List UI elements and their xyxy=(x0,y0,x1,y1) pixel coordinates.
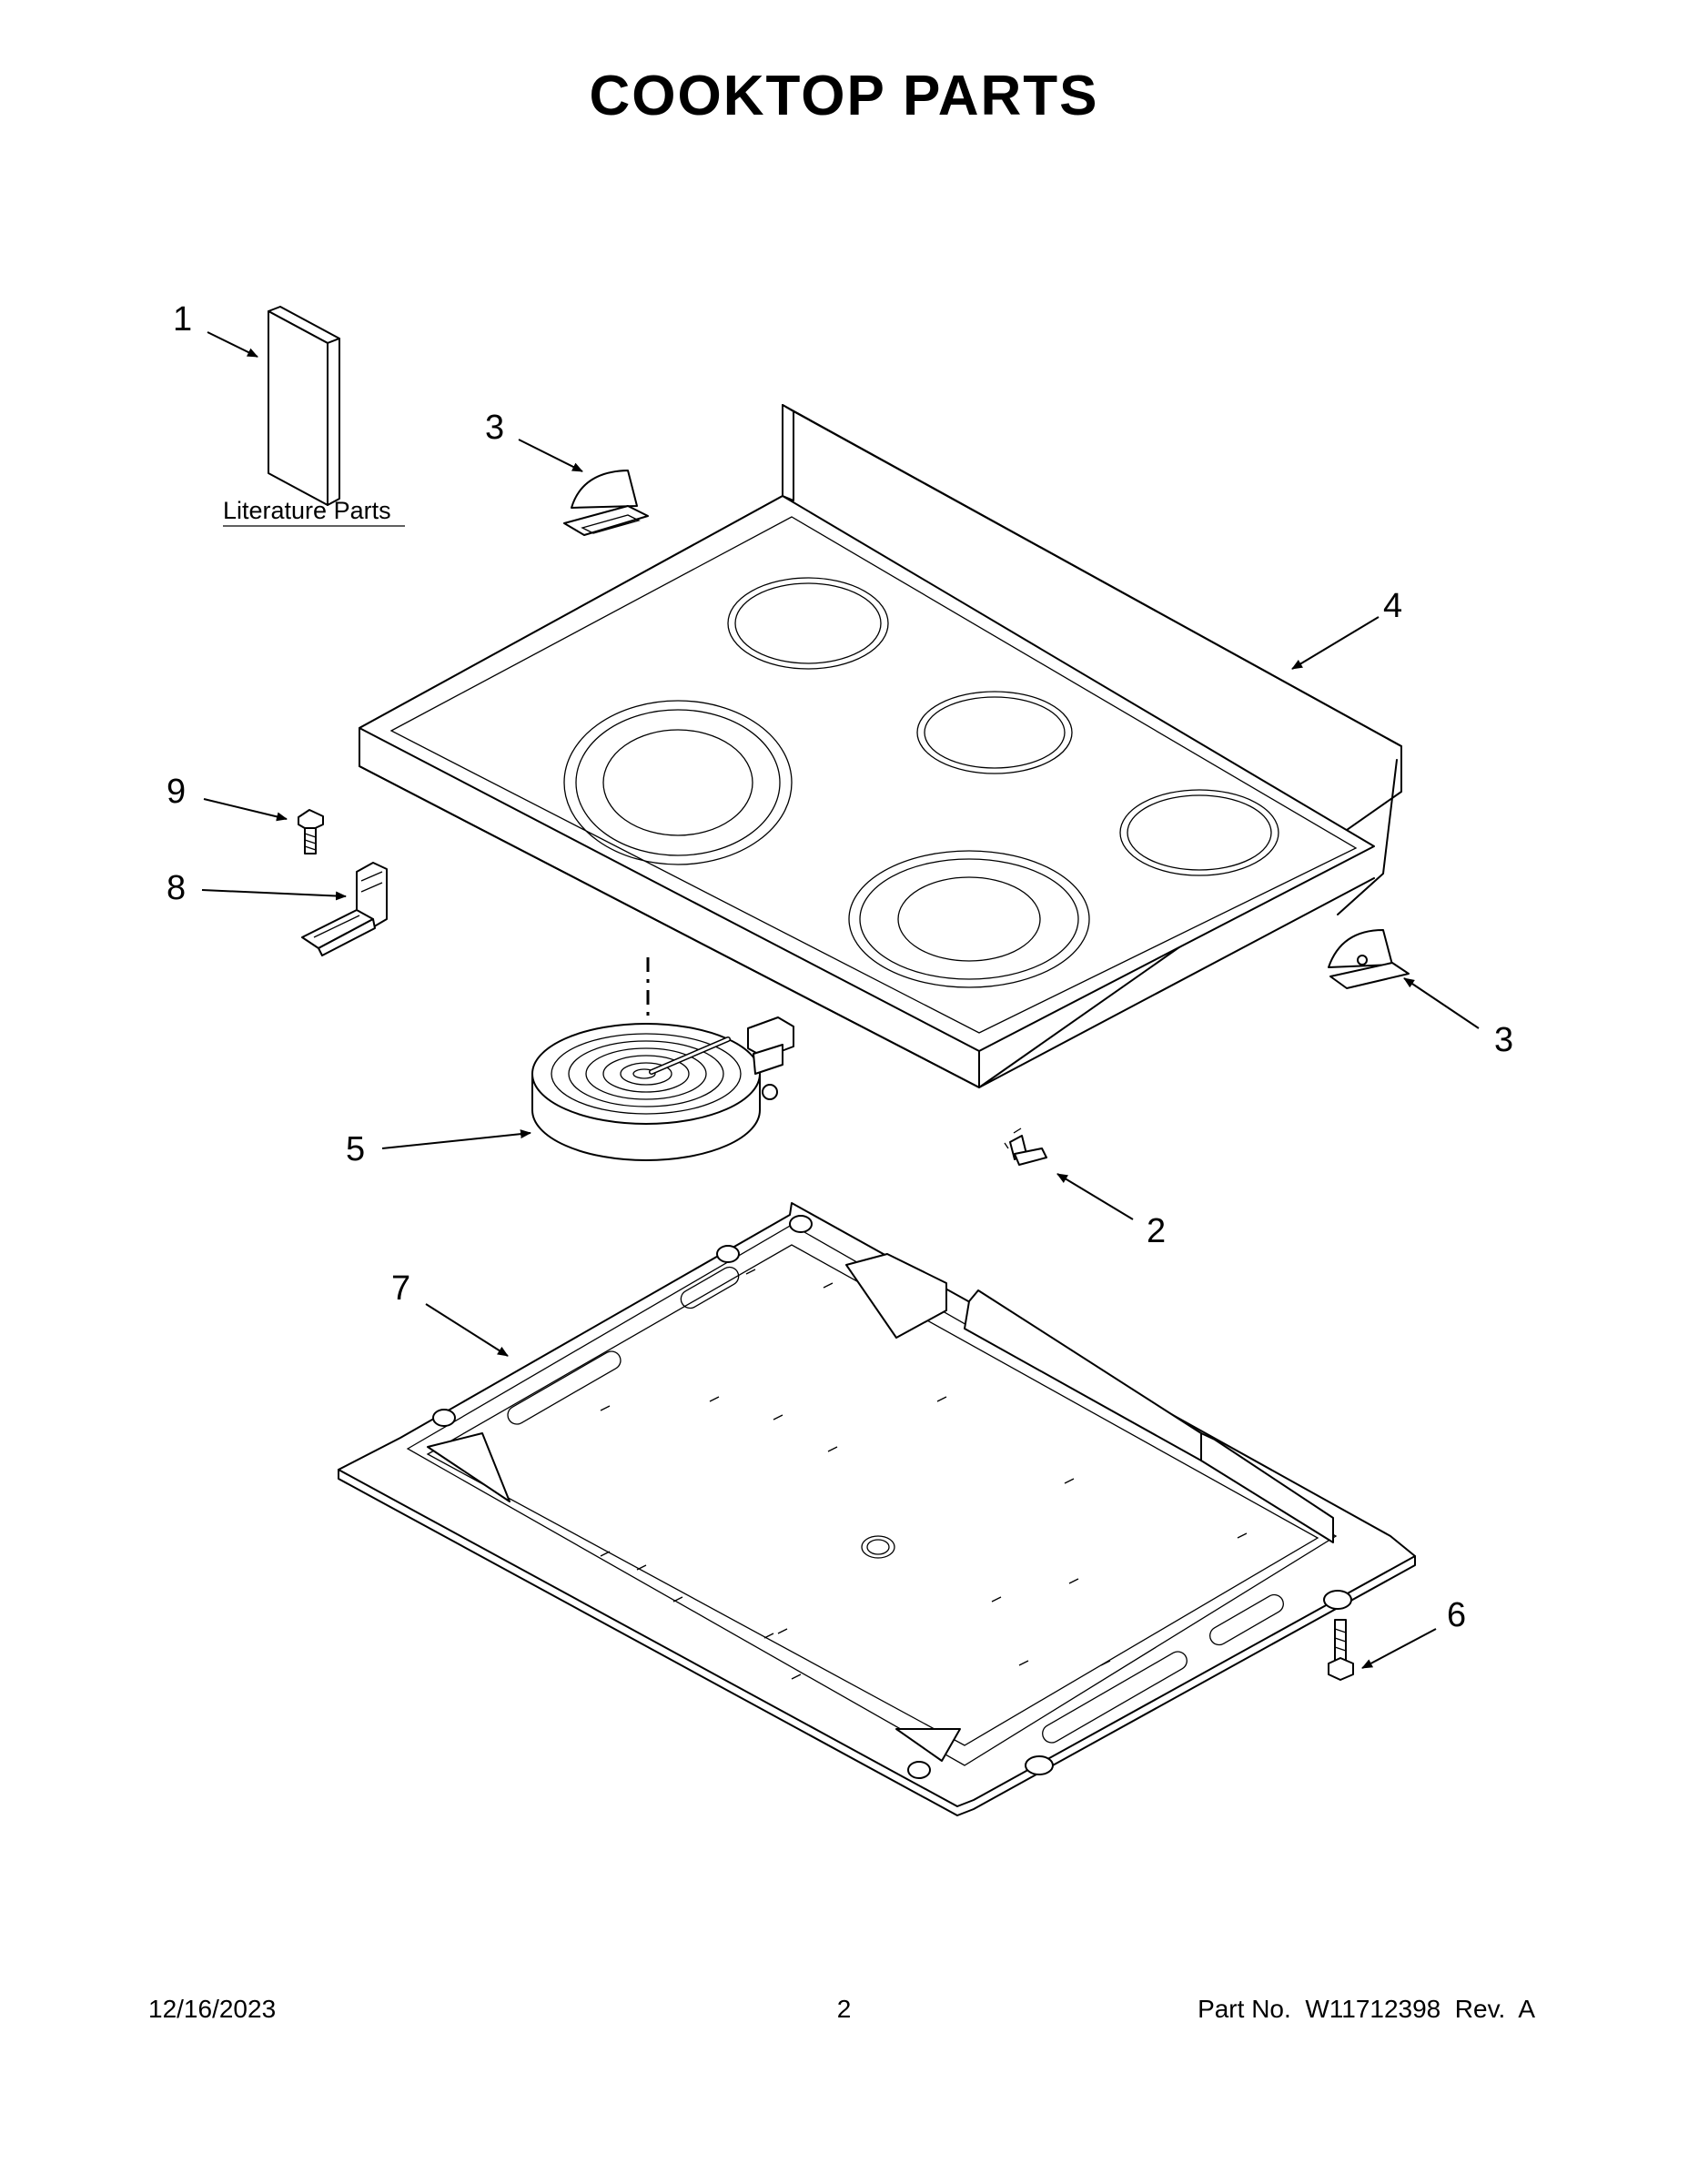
callout-7: 7 xyxy=(391,1269,410,1308)
callout-arrows xyxy=(201,331,1480,1669)
screw-part-9 xyxy=(298,809,324,854)
literature-part: Literature Parts xyxy=(223,306,405,527)
small-clip-part-2 xyxy=(1004,1127,1047,1166)
callout-5: 5 xyxy=(346,1130,365,1168)
bracket-part-left xyxy=(563,470,649,536)
callout-4: 4 xyxy=(1383,587,1402,625)
callout-3-right: 3 xyxy=(1494,1021,1513,1059)
callout-1: 1 xyxy=(173,300,192,339)
bracket-part-right xyxy=(1328,929,1410,989)
heating-element-part xyxy=(531,957,794,1161)
cooktop-glass-part xyxy=(359,404,1402,1088)
clip-part-8 xyxy=(301,862,388,956)
footer-page-number: 2 xyxy=(836,1995,852,2023)
callout-3-top: 3 xyxy=(485,409,504,447)
literature-parts-label: Literature Parts xyxy=(223,497,391,524)
burner-box-part xyxy=(338,1202,1416,1816)
footer-part-number: Part No. W11712398 Rev. A xyxy=(1198,1995,1535,2023)
callout-2: 2 xyxy=(1147,1212,1166,1250)
callout-8: 8 xyxy=(167,869,186,907)
page-title: COOKTOP PARTS xyxy=(589,65,1099,127)
callout-6: 6 xyxy=(1447,1596,1466,1634)
footer-date: 12/16/2023 xyxy=(148,1995,277,2023)
callout-9: 9 xyxy=(167,773,186,811)
screw-part-6 xyxy=(1328,1619,1354,1681)
